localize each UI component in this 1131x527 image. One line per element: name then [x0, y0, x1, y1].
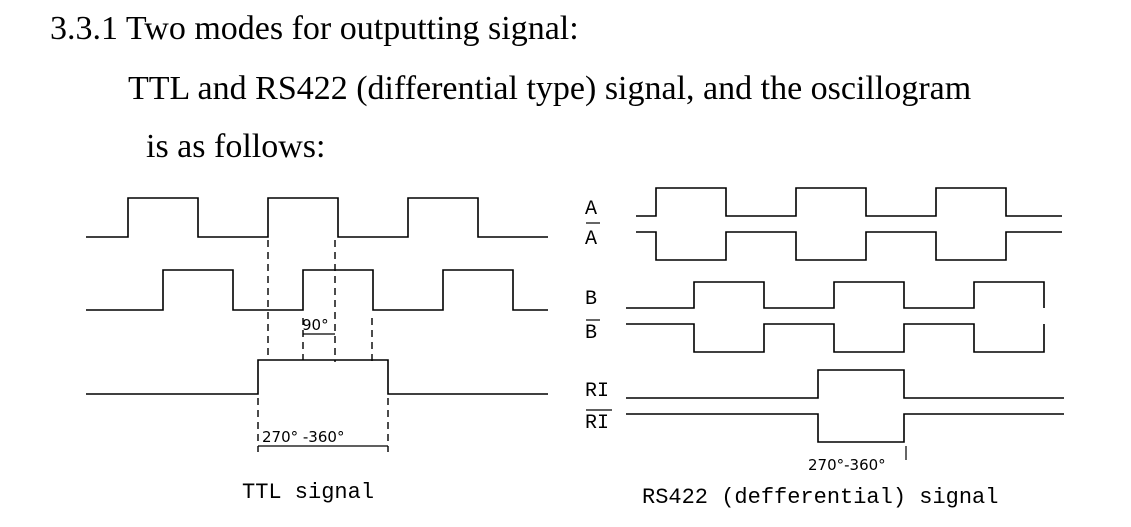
description-line-2: is as follows: [146, 128, 326, 165]
rs422-caption: RS422 (defferential) signal [642, 485, 998, 510]
rs422-a-waveform [636, 187, 1062, 217]
ttl-index-waveform [86, 359, 548, 395]
rs422-b-waveform [626, 281, 1045, 309]
rs422-label-ri: RI [585, 380, 609, 403]
rs422-ri-waveform [626, 369, 1064, 399]
rs422-label-a: A [585, 198, 597, 221]
rs422-width-label: 270°-360° [808, 456, 886, 474]
rs422-b-bar-waveform [626, 323, 1045, 353]
ttl-channel-b-waveform [86, 269, 548, 311]
rs422-a-bar-waveform [636, 231, 1062, 261]
rs422-label-ri-bar: RI [585, 412, 609, 435]
ttl-width-label: 270° -360° [262, 428, 344, 446]
ttl-channel-a-waveform [86, 197, 548, 238]
rs422-label-b-bar: B [585, 322, 597, 345]
rs422-label-b: B [585, 288, 597, 311]
rs422-ri-bar-waveform [626, 413, 1064, 443]
rs422-diagram: 270°-360° A A B B RI RI RS422 (defferent… [585, 187, 1064, 510]
description-line-1: TTL and RS422 (differential type) signal… [128, 70, 972, 107]
ttl-phase-label: 90° [302, 316, 329, 334]
rs422-label-a-bar: A [585, 228, 597, 251]
ttl-diagram: 90° 270° -360° TTL signal [86, 197, 548, 505]
section-title: 3.3.1 Two modes for outputting signal: [50, 10, 579, 47]
ttl-caption: TTL signal [242, 480, 374, 505]
